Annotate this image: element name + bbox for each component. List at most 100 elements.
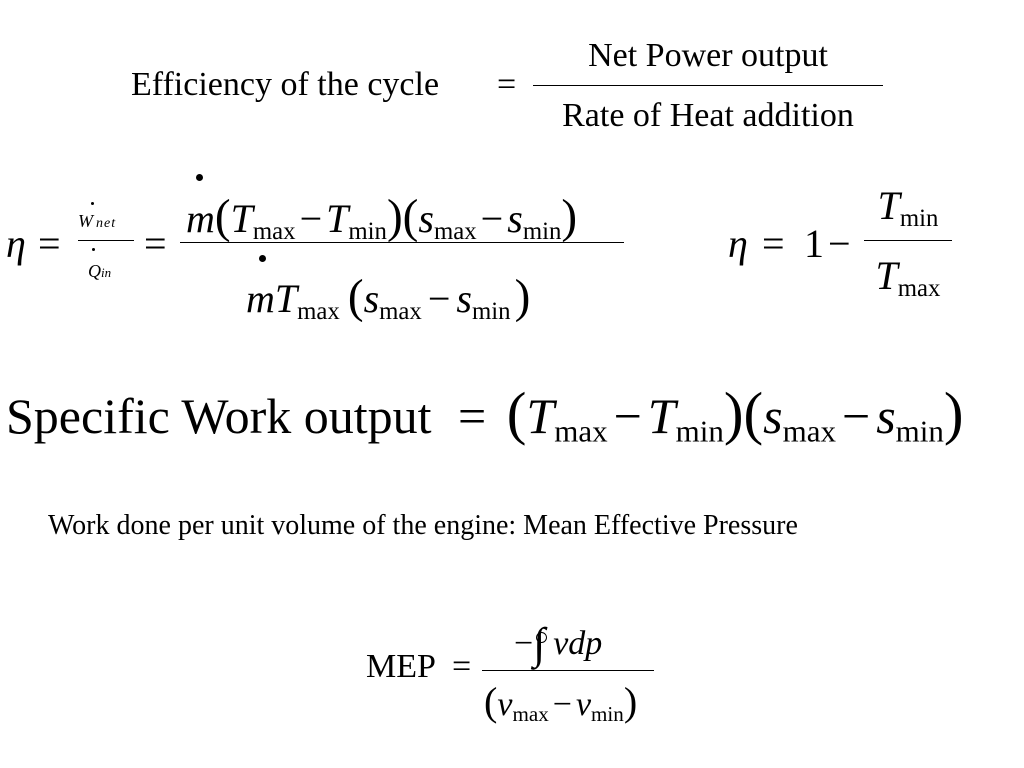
one: 1 xyxy=(804,221,824,266)
efficiency-equation: Efficiency of the cycle = Net Power outp… xyxy=(0,0,1024,150)
specific-work-equation: Specific Work output = (Tmax−Tmin)(smax−… xyxy=(6,384,964,447)
eta-equals-2: = xyxy=(144,221,167,266)
t-symbol: T xyxy=(526,388,555,444)
s-symbol: s xyxy=(418,196,434,241)
right-paren: ) xyxy=(623,679,638,724)
efficiency-lhs: Efficiency of the cycle xyxy=(131,66,440,103)
specific-work-lhs: Specific Work output xyxy=(6,388,432,444)
q-symbol: Q xyxy=(88,261,101,281)
max-subscript: max xyxy=(782,413,836,449)
w-symbol: W xyxy=(78,211,93,231)
min-subscript: min xyxy=(348,217,387,245)
minus-sign: − xyxy=(427,276,451,321)
max-subscript: max xyxy=(379,297,422,325)
t-symbol: T xyxy=(647,388,676,444)
efficiency-equals: = xyxy=(497,66,517,103)
mep-denominator: (vmax−vmin) xyxy=(484,679,638,726)
s-symbol: s xyxy=(507,196,523,241)
vdp-symbol: vdp xyxy=(553,625,603,662)
right-paren: ) xyxy=(943,380,964,446)
max-subscript: max xyxy=(252,217,296,245)
min-subscript: min xyxy=(899,204,939,232)
mep-numerator: −∫vdp xyxy=(514,618,603,666)
net-subscript: net xyxy=(96,216,117,231)
mep-equation: MEP = −∫vdp (vmax−vmin) xyxy=(360,600,670,740)
mep-fraction: −∫vdp (vmax−vmin) xyxy=(482,600,654,740)
work-heat-bar xyxy=(78,240,134,241)
mep-fraction-bar xyxy=(482,670,654,671)
eta-denominator: mTmax(smax−smin) xyxy=(246,271,531,325)
middle-parens: )( xyxy=(386,191,419,243)
minus-sign: − xyxy=(299,196,323,241)
eta-symbol: η xyxy=(6,221,26,266)
w-dot xyxy=(91,202,94,205)
specific-work-equals: = xyxy=(458,388,487,444)
m-dot-numerator xyxy=(196,174,203,181)
cyclic-integral-icon: ∫ xyxy=(533,618,553,666)
cyclic-circle xyxy=(536,632,548,643)
tmax-denominator: Tmax xyxy=(864,256,952,302)
carnot-equals: = xyxy=(762,221,785,266)
min-subscript: min xyxy=(895,413,944,449)
tmin-numerator: Tmin xyxy=(864,186,952,232)
mep-minus: − xyxy=(514,625,534,662)
s-symbol: s xyxy=(363,276,380,321)
tmin-tmax-fraction: Tmin Tmax xyxy=(864,180,952,310)
in-subscript: in xyxy=(101,265,112,280)
minus-sign: − xyxy=(480,196,504,241)
v-symbol: v xyxy=(497,686,513,723)
eta-equals-1: = xyxy=(38,221,61,266)
t-symbol: T xyxy=(326,196,349,241)
eta-fraction-bar xyxy=(180,242,624,243)
t-symbol: T xyxy=(274,276,298,321)
efficiency-denominator: Rate of Heat addition xyxy=(562,97,854,134)
min-subscript: min xyxy=(675,413,724,449)
integral-sign: ∫ xyxy=(533,619,546,668)
min-subscript: min xyxy=(522,217,562,245)
right-paren: ) xyxy=(514,271,531,323)
mep-caption: Work done per unit volume of the engine:… xyxy=(48,510,798,541)
tmin-tmax-bar xyxy=(864,240,952,241)
minus-sign: − xyxy=(613,388,642,444)
m-symbol: m xyxy=(186,196,215,241)
left-paren: ( xyxy=(214,191,231,243)
q-dot xyxy=(92,248,95,251)
m-symbol: m xyxy=(246,276,275,321)
t-symbol: T xyxy=(875,253,898,298)
efficiency-fraction: Net Power output Rate of Heat addition xyxy=(533,36,883,136)
s-symbol: s xyxy=(763,388,783,444)
min-subscript: min xyxy=(591,701,624,726)
max-subscript: max xyxy=(897,274,941,302)
s-symbol: s xyxy=(456,276,472,321)
mep-equals: = xyxy=(452,648,472,685)
m-dot-denominator xyxy=(259,255,266,262)
q-in-denominator: Qin xyxy=(88,262,111,280)
right-paren: ) xyxy=(561,191,578,243)
t-symbol: T xyxy=(230,196,253,241)
left-paren: ( xyxy=(506,380,527,446)
max-subscript: max xyxy=(512,701,549,726)
carnot-minus: − xyxy=(828,221,851,266)
minus-sign: − xyxy=(841,388,871,444)
max-subscript: max xyxy=(433,217,477,245)
s-symbol: s xyxy=(876,388,896,444)
minus-sign: − xyxy=(552,686,572,723)
v-symbol: v xyxy=(575,686,592,723)
max-subscript: max xyxy=(297,297,340,325)
mep-lhs: MEP xyxy=(366,648,436,685)
eta-numerator: m(Tmax−Tmin)(smax−smin) xyxy=(186,191,578,245)
min-subscript: min xyxy=(471,297,511,325)
efficiency-fraction-bar xyxy=(533,85,883,86)
t-symbol: T xyxy=(877,183,900,228)
efficiency-numerator: Net Power output xyxy=(588,37,828,74)
middle-parens: )( xyxy=(723,380,764,446)
carnot-efficiency-equation: η = 1 − Tmin Tmax xyxy=(720,170,980,320)
eta-big-fraction: m(Tmax−Tmin)(smax−smin) mTmax(smax−smin) xyxy=(180,160,624,330)
left-paren: ( xyxy=(347,271,364,323)
eta-symbol: η xyxy=(728,221,748,266)
left-paren: ( xyxy=(484,679,498,724)
max-subscript: max xyxy=(554,413,608,449)
